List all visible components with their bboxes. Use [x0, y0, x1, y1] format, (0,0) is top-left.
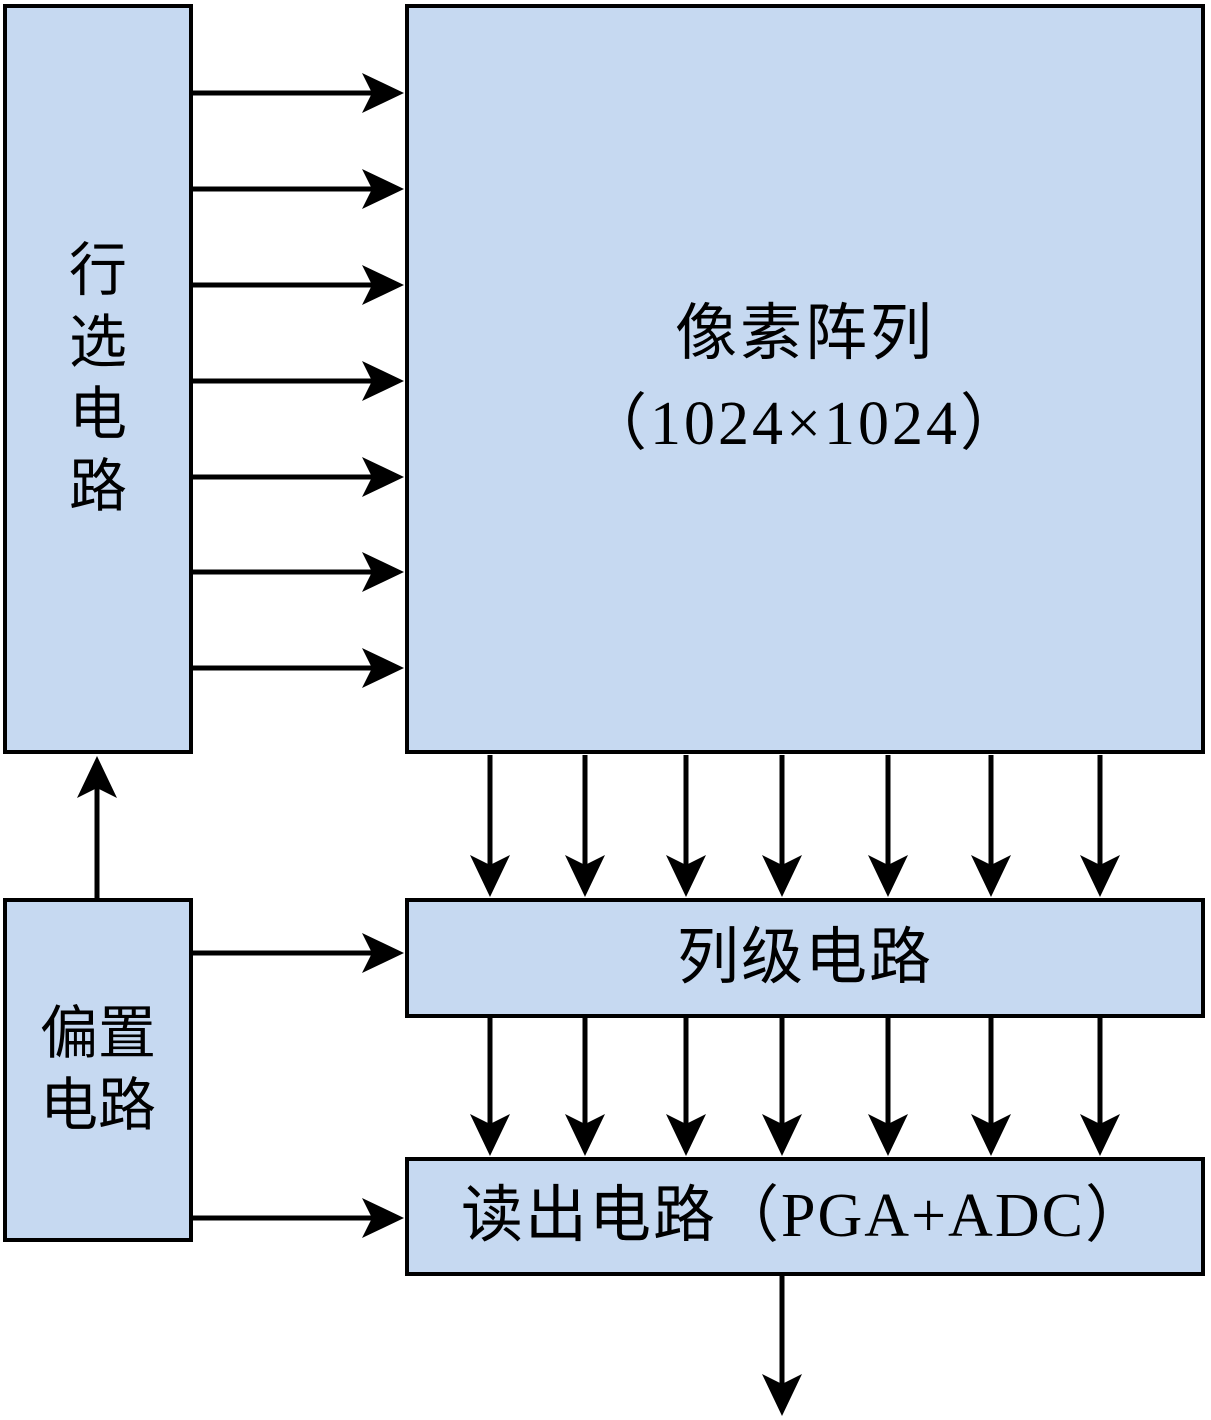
flow-arrow-head	[1080, 1114, 1120, 1156]
flow-arrow-head	[362, 457, 404, 497]
flow-arrow-head	[362, 933, 404, 973]
flow-arrow-head	[565, 1114, 605, 1156]
block-row-select-circuit: 行选电路	[3, 4, 193, 754]
column-circuit-label: 列级电路	[676, 923, 933, 992]
block-column-circuit: 列级电路	[405, 898, 1205, 1018]
flow-arrow-head	[971, 1114, 1011, 1156]
bias-circuit-label: 偏置电路	[40, 1001, 157, 1138]
block-bias-circuit: 偏置电路	[3, 898, 193, 1242]
pixel-array-label-line1: 像素阵列	[674, 300, 935, 368]
flow-arrow-head	[362, 73, 404, 113]
flow-arrow-head	[666, 1114, 706, 1156]
flow-arrow-head	[362, 361, 404, 401]
flow-arrow-head	[1080, 855, 1120, 897]
flow-arrow-head	[868, 855, 908, 897]
flow-arrow-head	[971, 855, 1011, 897]
flow-arrow-head	[362, 265, 404, 305]
flow-arrow-head	[762, 1374, 802, 1416]
flow-arrow-head	[868, 1114, 908, 1156]
flow-arrow-head	[77, 756, 117, 798]
block-readout-circuit: 读出电路（PGA+ADC）	[405, 1157, 1205, 1276]
flow-arrow-head	[762, 1114, 802, 1156]
flow-arrow-head	[362, 1198, 404, 1238]
flow-arrow-head	[470, 855, 510, 897]
row-select-circuit-label: 行选电路	[69, 238, 128, 519]
flow-arrow-head	[362, 552, 404, 592]
block-pixel-array: 像素阵列 （1024×1024）	[405, 4, 1205, 754]
flow-arrow-head	[762, 855, 802, 897]
flow-arrow-head	[362, 169, 404, 209]
pixel-array-label-line2: （1024×1024）	[585, 390, 1025, 458]
flow-arrow-head	[470, 1114, 510, 1156]
readout-circuit-label: 读出电路（PGA+ADC）	[461, 1182, 1149, 1251]
flow-arrow-head	[362, 648, 404, 688]
flow-arrow-head	[666, 855, 706, 897]
flow-arrow-head	[565, 855, 605, 897]
